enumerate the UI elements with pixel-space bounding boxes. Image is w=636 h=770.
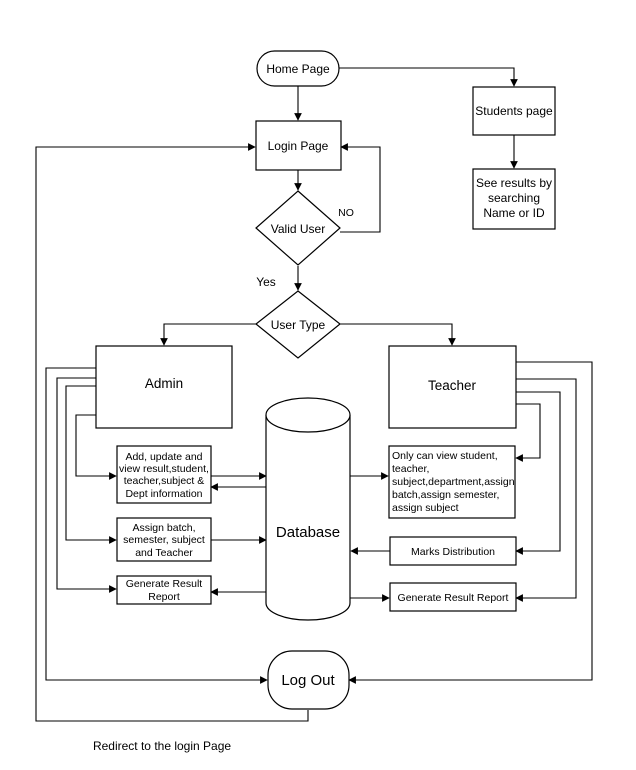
- yes-label: Yes: [256, 275, 276, 289]
- login-page-node: Login Page: [255, 120, 342, 171]
- admin-add-line-2: view result,student,: [119, 463, 209, 475]
- edges: [35, 67, 593, 722]
- teacher-label: Teacher: [428, 378, 477, 393]
- teacher-view-line-1: Only can view student,: [392, 450, 498, 462]
- admin-label: Admin: [145, 376, 183, 391]
- edge-teacher-logout: [348, 361, 593, 684]
- see-results-line-3: Name or ID: [483, 206, 545, 220]
- students-page-node: Students page: [472, 86, 556, 136]
- marks-distribution-label: Marks Distribution: [411, 546, 495, 558]
- teacher-view-line-3: subject,department,assign: [392, 476, 515, 488]
- teacher-view-line-5: assign subject: [392, 502, 459, 514]
- admin-add-line-1: Add, update and: [125, 451, 202, 463]
- see-results-node: See results by searching Name or ID: [472, 168, 556, 230]
- edge-usertype-teacher: [340, 323, 456, 346]
- teacher-view-line-2: teacher,: [392, 463, 429, 475]
- edge-valid-no-login: [340, 143, 381, 233]
- edge-admin-report: [56, 377, 117, 593]
- admin-add-update-node: Add, update and view result,student, tea…: [116, 445, 212, 504]
- no-label: NO: [338, 207, 354, 219]
- admin-node: Admin: [95, 345, 233, 429]
- login-page-label: Login Page: [268, 139, 329, 153]
- logout-node: Log Out: [267, 650, 350, 710]
- edge-teacher-view: [515, 403, 541, 462]
- edge-teacher-marks: [515, 391, 561, 555]
- home-page-label: Home Page: [266, 62, 330, 76]
- admin-assign-line-2: semester, subject: [123, 534, 205, 546]
- edge-teacher-report: [515, 378, 577, 602]
- teacher-node: Teacher: [388, 345, 517, 429]
- admin-add-line-3: teacher,subject &: [124, 475, 205, 487]
- teacher-view-node: Only can view student, teacher, subject,…: [388, 445, 516, 519]
- edge-home-students: [339, 67, 518, 87]
- teacher-report-label: Generate Result Report: [398, 592, 509, 604]
- redirect-caption: Redirect to the login Page: [93, 739, 231, 753]
- edge-logout-login: [35, 143, 309, 722]
- marks-distribution-node: Marks Distribution: [389, 536, 517, 566]
- admin-assign-line-1: Assign batch,: [132, 522, 195, 534]
- admin-report-line-2: Report: [148, 591, 180, 603]
- edge-usertype-admin: [160, 323, 256, 346]
- admin-assign-node: Assign batch, semester, subject and Teac…: [116, 517, 212, 562]
- logout-label: Log Out: [281, 672, 335, 689]
- admin-report-line-1: Generate Result: [126, 578, 203, 590]
- admin-add-line-4: Dept information: [125, 488, 202, 500]
- database-node: Database: [265, 397, 351, 621]
- admin-report-node: Generate Result Report: [116, 575, 212, 605]
- valid-user-label: Valid User: [271, 222, 325, 236]
- user-type-node: User Type: [255, 290, 341, 359]
- admin-assign-line-3: and Teacher: [135, 547, 193, 559]
- valid-user-node: Valid User: [255, 190, 341, 266]
- teacher-view-line-4: batch,assign semester,: [392, 489, 499, 501]
- see-results-line-2: searching: [488, 191, 540, 205]
- edge-admin-add: [75, 414, 117, 480]
- user-type-label: User Type: [271, 318, 326, 332]
- edge-admin-logout: [45, 367, 268, 684]
- database-label: Database: [276, 524, 340, 541]
- see-results-line-1: See results by: [476, 176, 552, 190]
- students-page-label: Students page: [475, 104, 553, 118]
- teacher-report-node: Generate Result Report: [389, 582, 517, 612]
- home-page-node: Home Page: [256, 50, 340, 87]
- edge-admin-assign: [65, 385, 117, 544]
